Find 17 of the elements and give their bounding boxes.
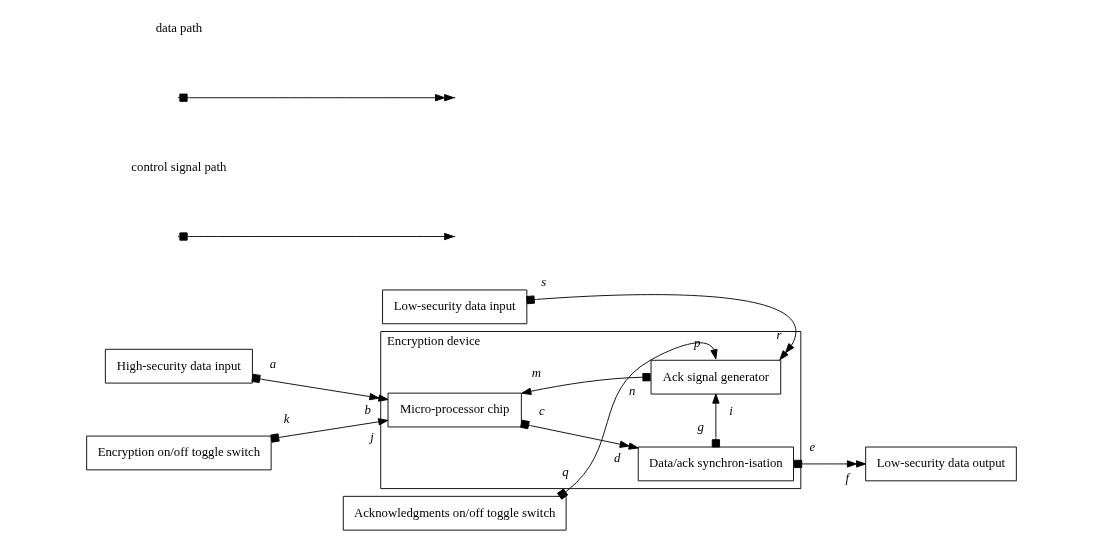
label: f [845, 470, 850, 485]
label: e [809, 440, 816, 455]
label: s [541, 274, 547, 289]
label: a [269, 357, 277, 372]
label: g [697, 420, 704, 435]
label: k [283, 412, 290, 427]
label: p [693, 335, 701, 350]
legend-label: data path [155, 20, 203, 35]
legend-label: control signal path [131, 159, 227, 174]
label: j [370, 429, 374, 444]
label: d [614, 450, 621, 465]
label: n [628, 384, 636, 399]
label: m [531, 365, 542, 380]
label: q [562, 464, 569, 479]
label: i [729, 403, 733, 418]
label: c [539, 403, 545, 418]
label: b [364, 403, 371, 418]
